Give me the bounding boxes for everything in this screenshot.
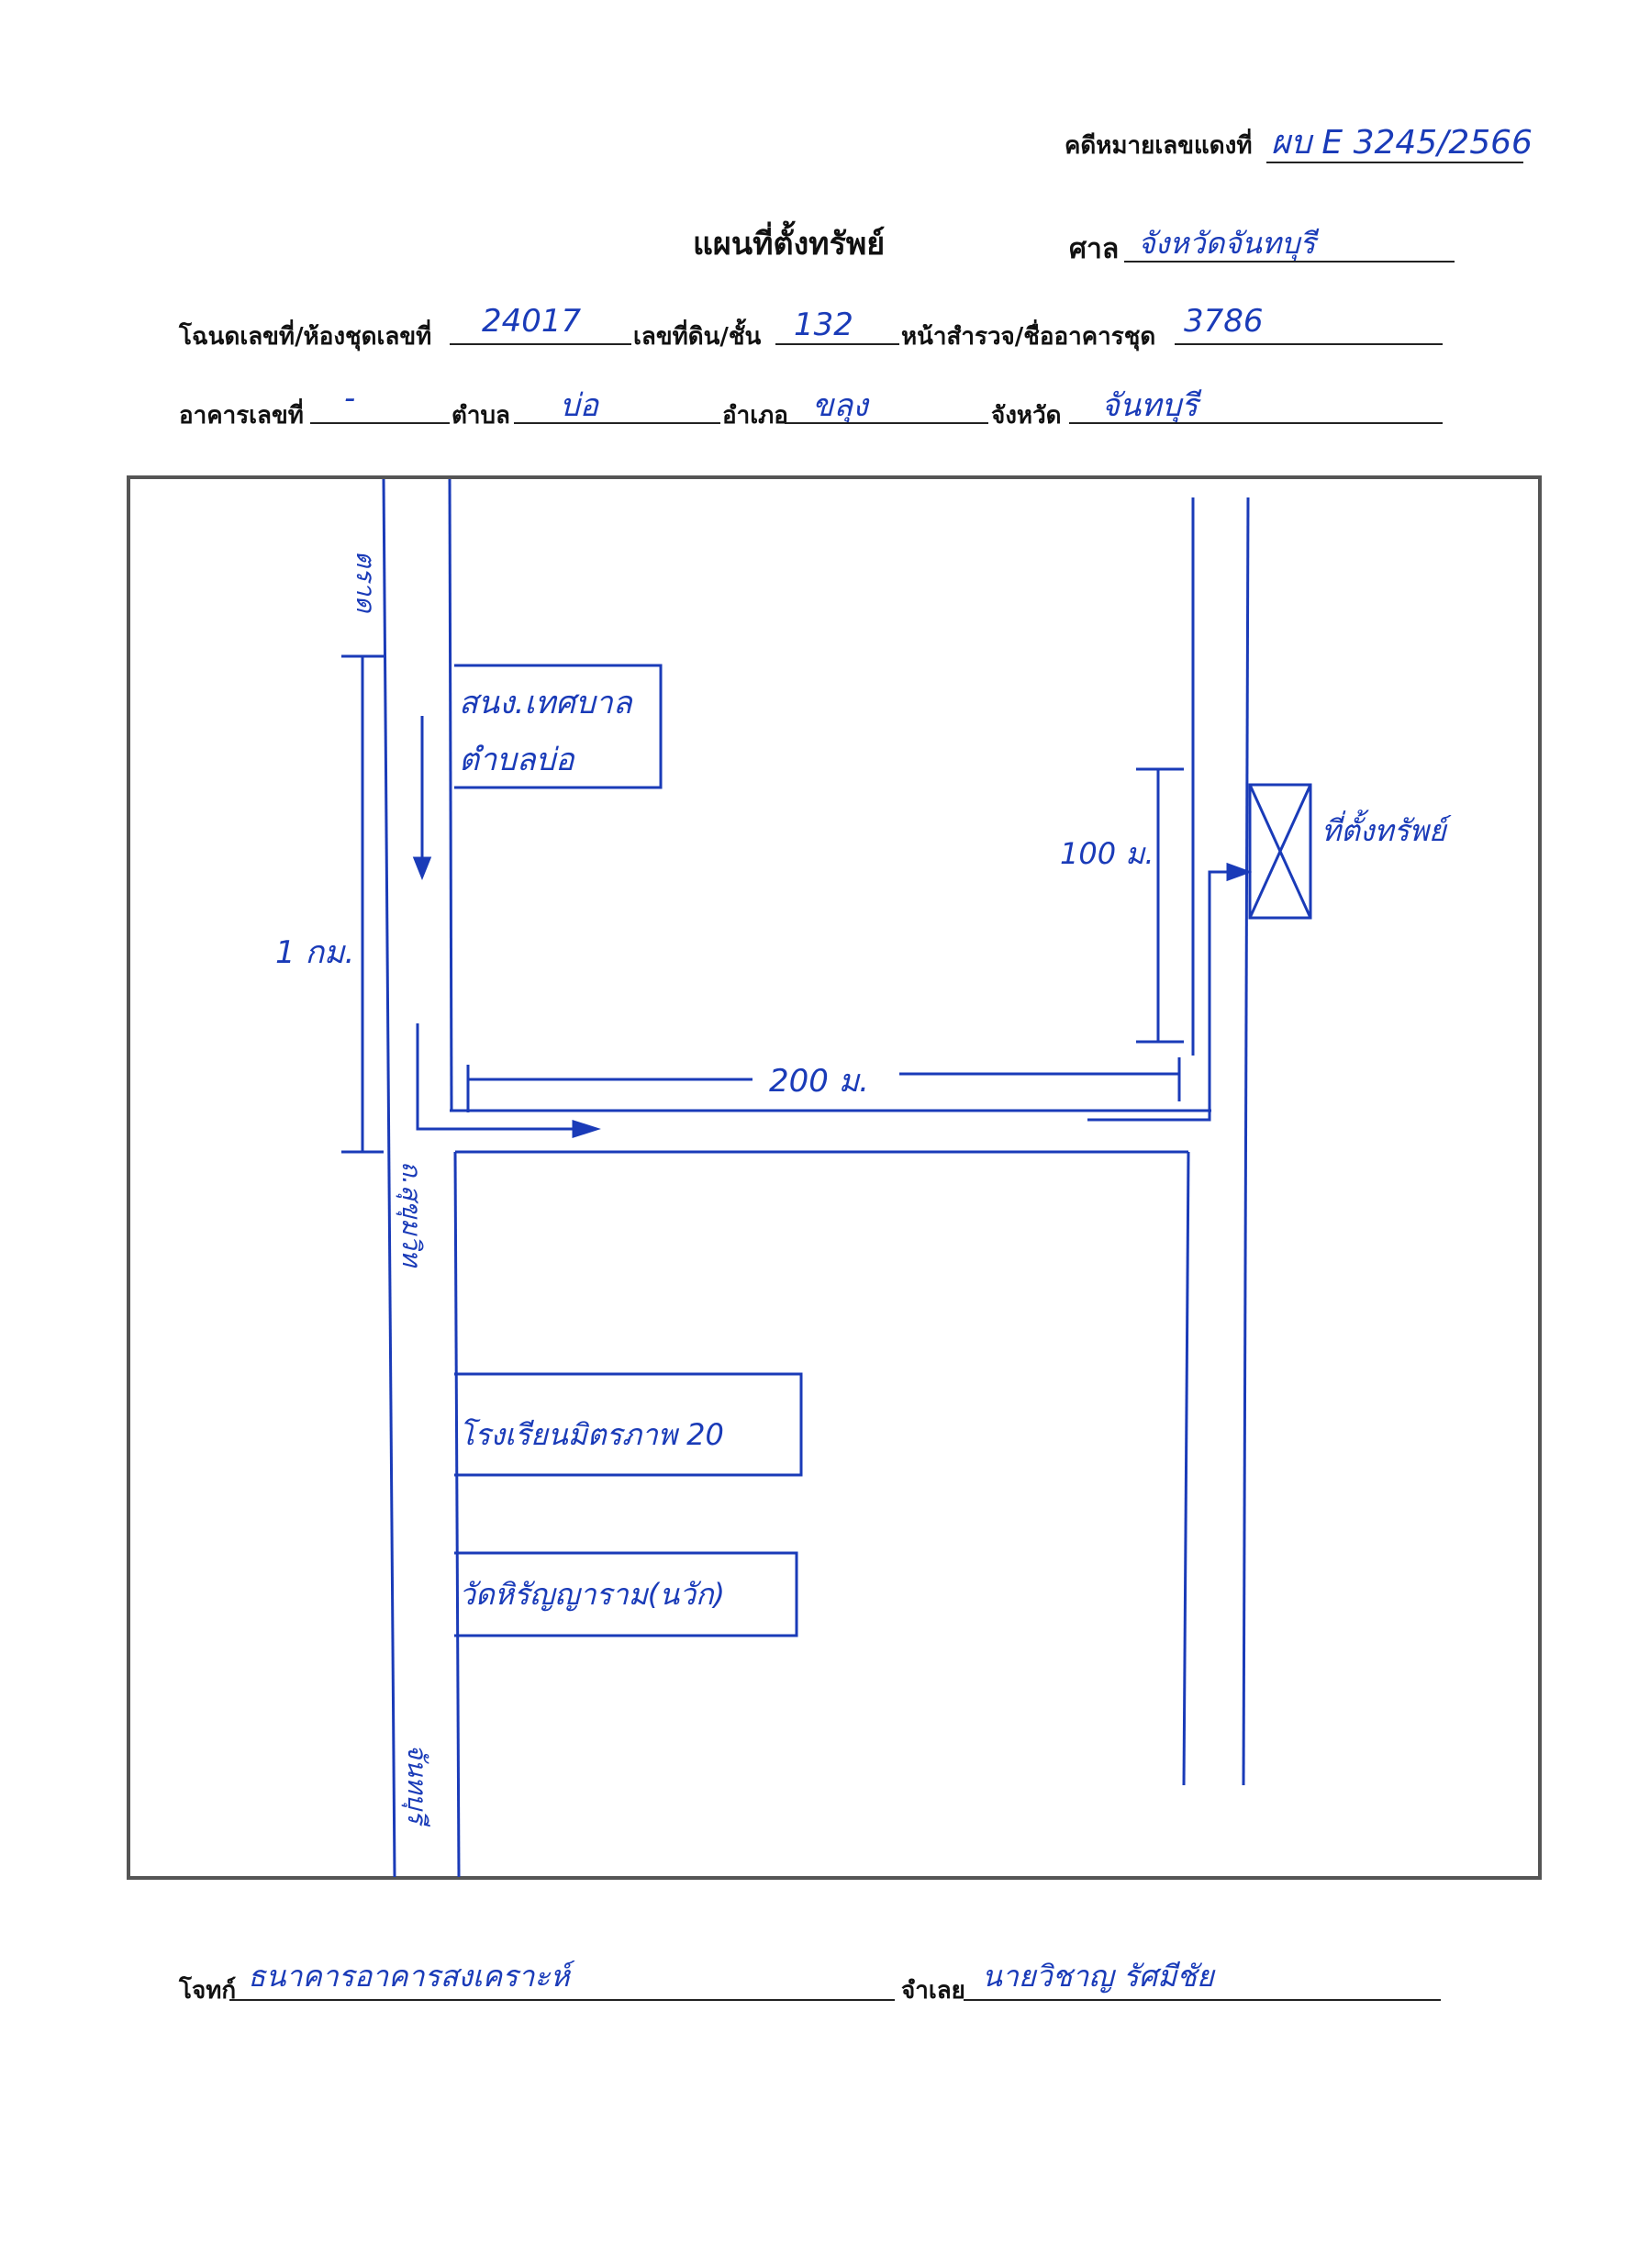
property-location-label: ที่ตั้งทรัพย์ [1321,813,1446,848]
main-road-left-edge [382,478,396,1878]
school-box [454,1372,803,1477]
district-value: ขลุง [812,387,868,424]
district-label: อำเภอ [722,402,788,430]
case-number-value: ผบ E 3245/2566 [1271,124,1533,162]
defendant-value: นายวิชาญ รัศมีชัย [982,1959,1214,1994]
map-frame [127,475,1542,1880]
subdistrict-label: ตำบล [452,402,510,430]
survey-page-value: 3786 [1184,303,1264,340]
office-box [454,664,663,789]
plaintiff-label: โจทก์ [179,1977,237,2005]
property-marker [1248,783,1312,920]
road-top-label: ตราด [351,551,381,613]
building-number-value: - [344,380,356,417]
office-label-line1: สนง.เทศบาล [459,685,632,721]
distance-100m-label: 100 ม. [1060,836,1154,871]
case-number-underline [1266,162,1523,163]
building-number-underline [310,422,450,424]
court-label: ศาล [1069,233,1120,265]
office-label-line2: ตำบลบ่อ [459,742,574,778]
deed-label: โฉนดเลขที่/ห้องชุดเลขที่ [179,323,432,351]
deed-underline [450,343,631,345]
road-bottom-label: จันทบุรี [402,1744,432,1824]
survey-page-label: หน้าสำรวจ/ชื่ออาคารชุด [901,323,1156,351]
building-number-label: อาคารเลขที่ [179,402,304,430]
page-title: แผนที่ตั้งทรัพย์ [693,226,886,263]
plaintiff-underline [229,1999,895,2001]
deed-value: 24017 [482,303,582,340]
distance-200m-label: 200 ม. [769,1063,869,1100]
distance-1km-label: 1 กม. [275,934,355,971]
district-underline [785,422,988,424]
survey-page-underline [1175,343,1443,345]
land-number-value: 132 [794,307,853,343]
province-label: จังหวัด [991,402,1062,430]
temple-label: วัดหิรัญญาราม(นวัก) [459,1577,725,1612]
land-number-underline [775,343,899,345]
subdistrict-value: บ่อ [560,387,599,424]
plaintiff-value: ธนาคารอาคารสงเคราะห์ [248,1959,570,1994]
land-number-label: เลขที่ดิน/ชั้น [633,323,762,351]
main-road-right-edge [448,478,453,1112]
case-number-label: คดีหมายเลขแดงที่ [1065,132,1253,160]
road-name-label: ถ.สุขุมวิท [396,1161,427,1267]
defendant-label: จำเลย [901,1977,965,2005]
right-road-right-edge [1242,497,1250,1786]
court-value: จังหวัดจันทบุรี [1138,226,1316,261]
temple-box [454,1551,798,1637]
school-label: โรงเรียนมิตรภาพ 20 [459,1417,724,1452]
province-value: จันทบุรี [1101,387,1198,424]
defendant-underline [964,1999,1441,2001]
subdistrict-underline [514,422,720,424]
court-underline [1124,261,1455,263]
province-underline [1069,422,1443,424]
